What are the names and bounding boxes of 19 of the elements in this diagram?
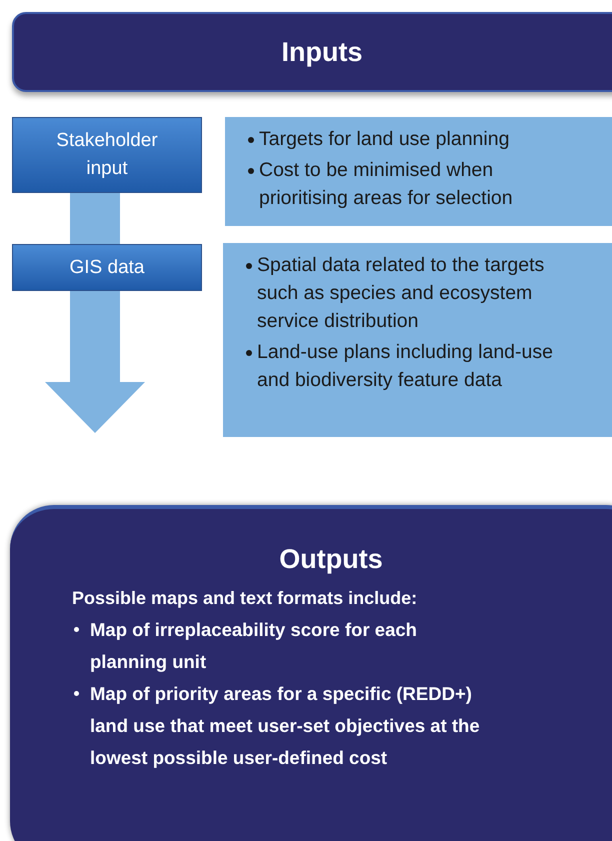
info-panel [223,243,612,437]
bullet-text: Map of priority areas for a specific (REDD+) land use that meet user-set objectives at the lowest possible user-defined cost [90,682,480,768]
step-box [12,244,202,291]
output-panel [10,505,612,841]
step-box [12,117,202,193]
section-heading: Outputs [278,543,384,576]
flow-arrow [70,193,120,244]
bullet-text: Map of irreplaceability score for each planning unit [90,618,417,672]
bullet-text: Spatial data related to the targets such as species and ecosystem service distribution [257,254,544,332]
step-label: GIS data [70,256,144,278]
step-label: Stakeholder input [56,130,158,179]
bullet-text: Targets for land use planning [259,128,510,150]
bullet-text: Cost to be minimised when prioritising areas for selection [259,159,513,209]
info-panel [225,117,612,226]
section-banner [12,12,612,92]
flow-arrow [45,291,145,433]
section-heading: Inputs [282,36,362,69]
intro-text: Possible maps and text formats include: [72,586,418,610]
bullet-text: Land-use plans including land-use and biodiversity feature data [257,341,553,391]
